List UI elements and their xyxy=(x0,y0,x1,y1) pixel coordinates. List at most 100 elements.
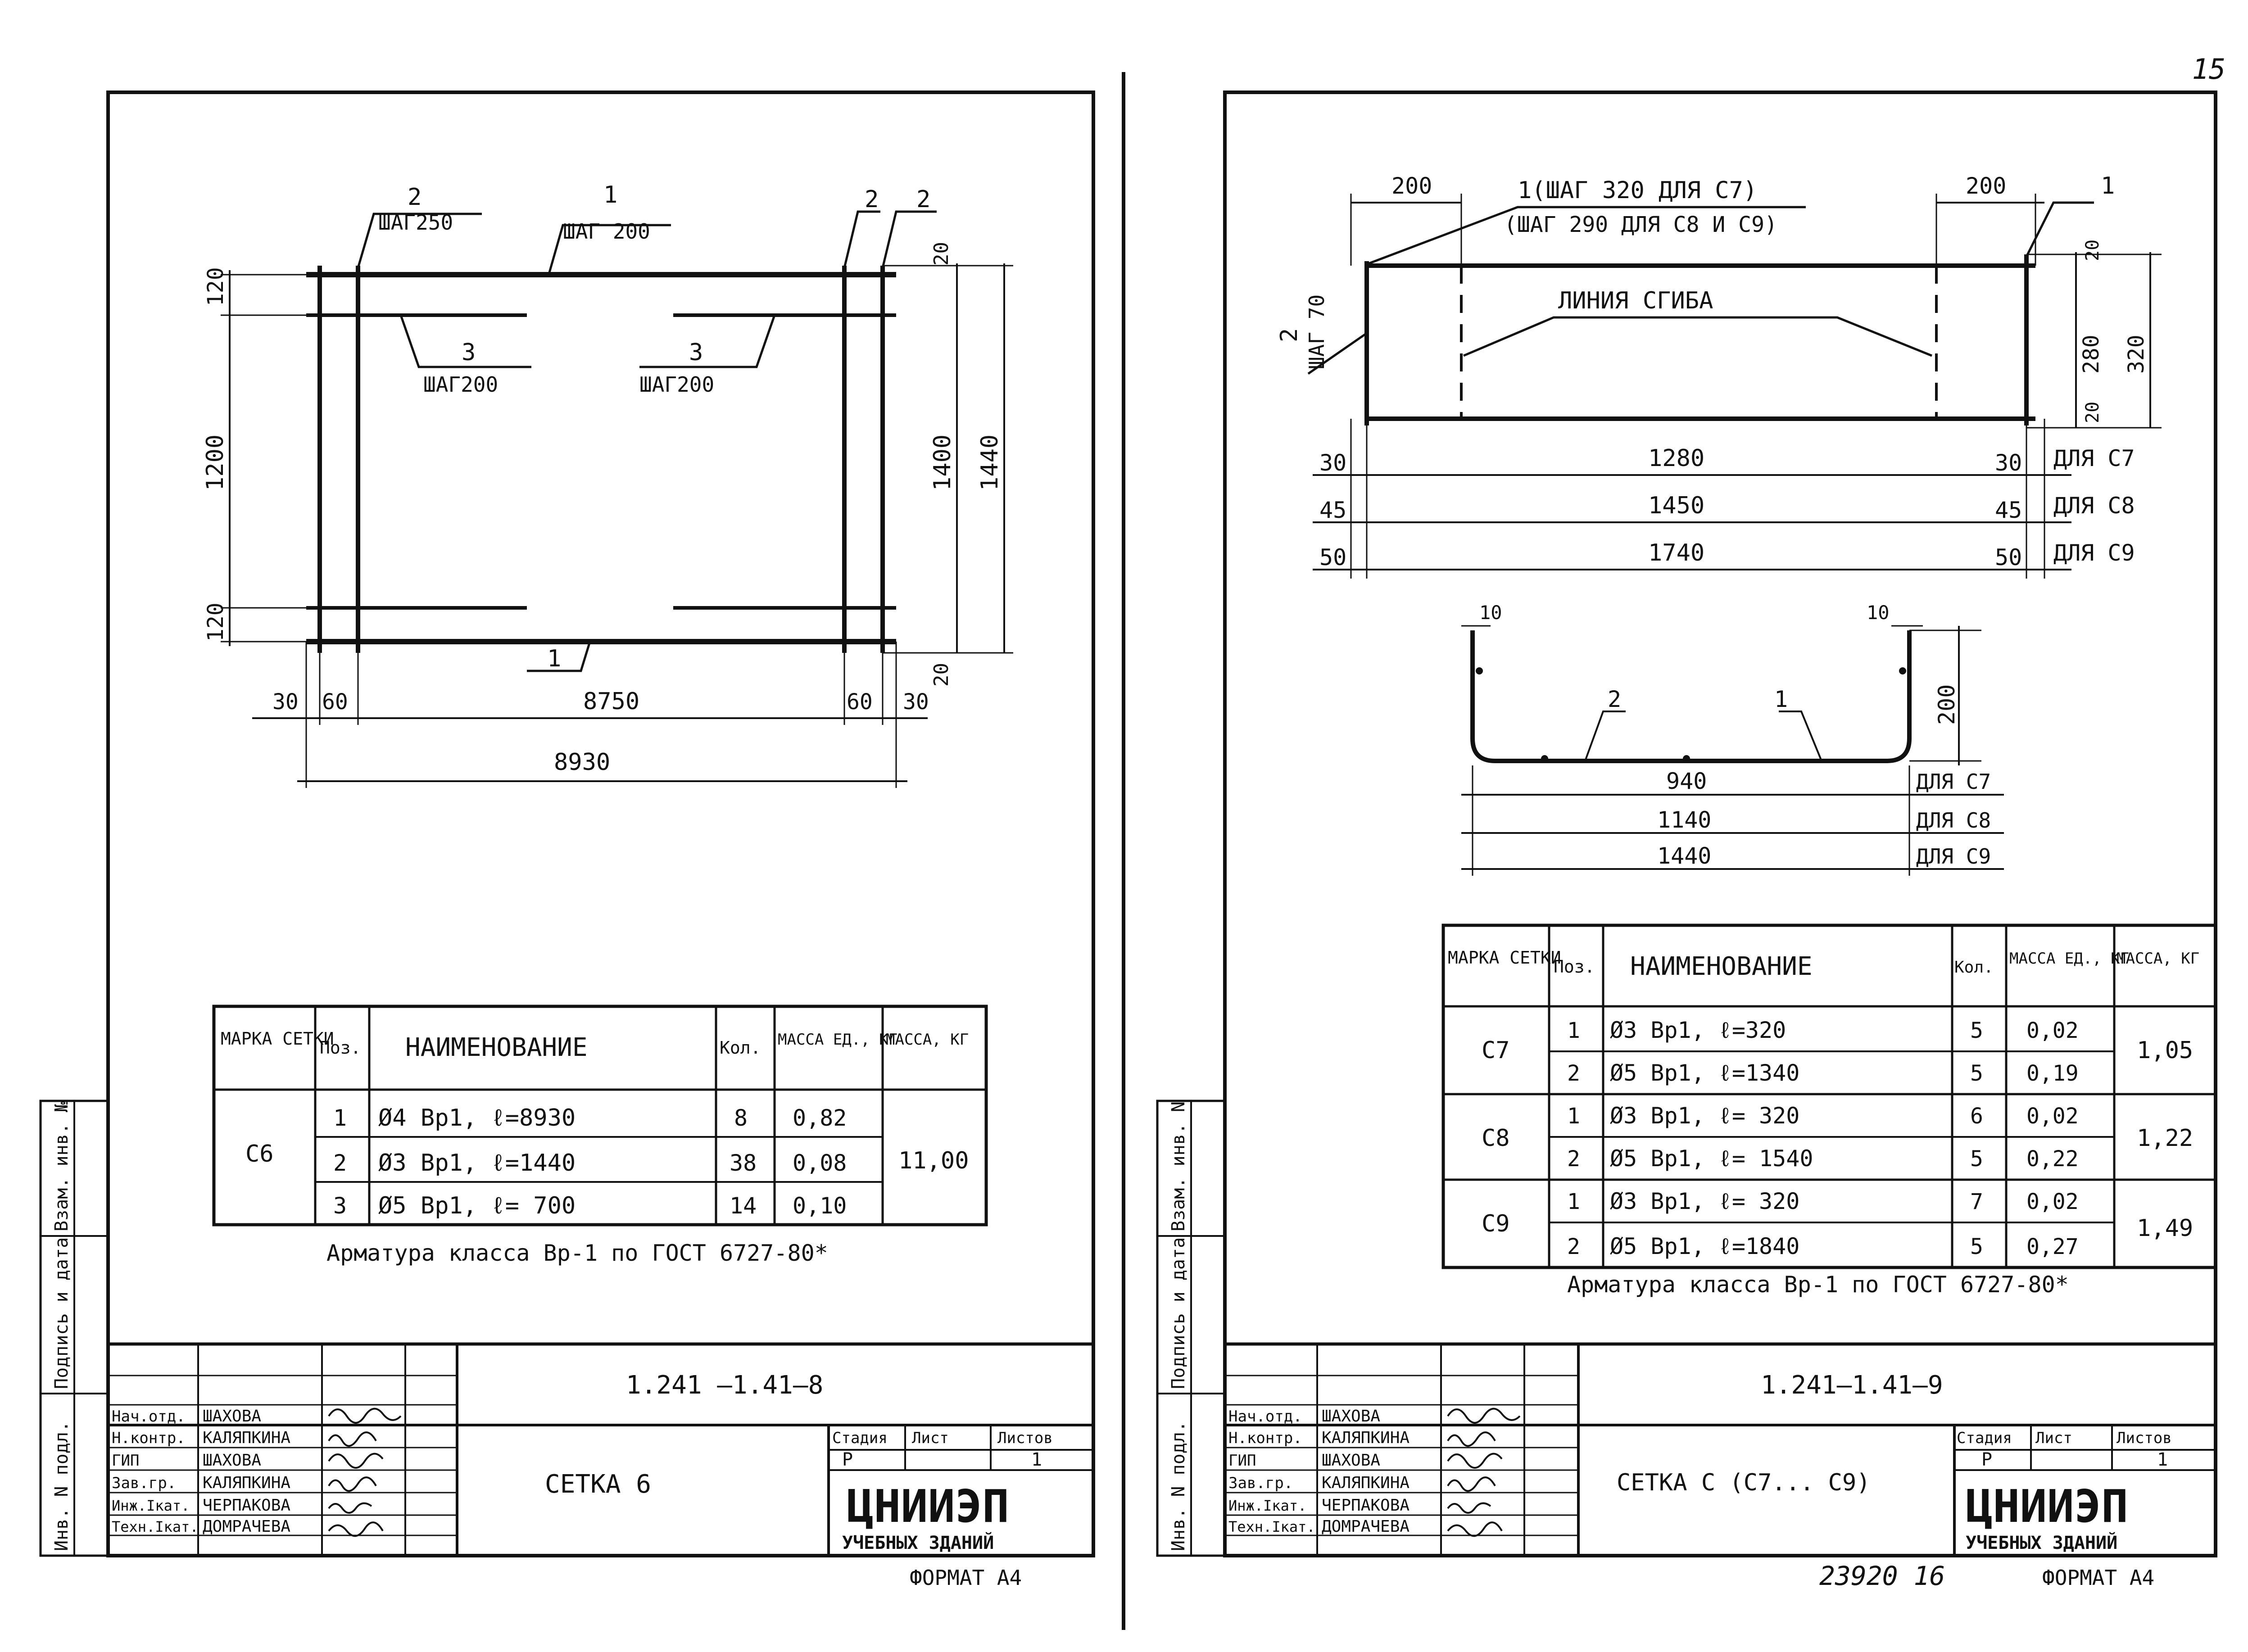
tb-role: Н.контр. xyxy=(112,1429,186,1447)
section-dim-10-right: 10 xyxy=(1867,602,1890,624)
title-block-left: Нач.отд. ШАХОВА Н.контр. КАЛЯПКИНА ГИП Ш… xyxy=(106,1342,1095,1590)
dim-1440: 1440 xyxy=(976,434,1003,491)
doc-code: 1.241 —1.41—8 xyxy=(626,1371,823,1400)
label-pos3-left-step: ШАГ200 xyxy=(423,372,498,397)
tb-org: ЦНИИЭП xyxy=(1966,1480,2128,1533)
tb-name: ШАХОВА xyxy=(203,1451,261,1470)
cell-pos: 2 xyxy=(1567,1234,1580,1259)
cell-name: Ø5 Вр1, ℓ=1340 xyxy=(1610,1060,1799,1086)
th-qty: Кол. xyxy=(720,1038,761,1058)
th-unit-mass: МАССА ЕД., КГ xyxy=(2009,950,2129,968)
cell-mark: С7 xyxy=(1482,1037,1510,1064)
cell-qty: 38 xyxy=(730,1150,757,1176)
label-pos1-step-c8c9: (ШАГ 290 ДЛЯ С8 И С9) xyxy=(1504,212,1777,237)
tb-role: Нач.отд. xyxy=(112,1408,186,1426)
tb-role: Нач.отд. xyxy=(1228,1408,1302,1426)
cell-qty: 5 xyxy=(1970,1146,1983,1172)
section-row-mid: 940 xyxy=(1666,768,1707,794)
label-pos1-top-step: ШАГ 200 xyxy=(563,219,650,244)
th-qty: Кол. xyxy=(1954,958,1994,977)
tb-role: Техн.Ікат. xyxy=(112,1518,199,1535)
label-pos3-right: 3 xyxy=(689,339,703,366)
tb-stage-label: Стадия xyxy=(832,1429,888,1447)
label-pos3-left: 3 xyxy=(462,339,476,366)
cell-name: Ø5 Вр1, ℓ= 1540 xyxy=(1610,1145,1813,1172)
dim-120-bottom: 120 xyxy=(203,602,228,642)
cell-qty: 14 xyxy=(730,1193,757,1219)
dim-20-top: 20 xyxy=(930,242,953,266)
cell-name: Ø5 Вр1, ℓ=1840 xyxy=(1610,1233,1799,1259)
tb-sheets: 1 xyxy=(2157,1449,2168,1470)
tb-name: ДОМРАЧЕВА xyxy=(1322,1517,1410,1536)
th-mark: МАРКА СЕТКИ xyxy=(221,1029,334,1049)
cell-name: Ø5 Вр1, ℓ= 700 xyxy=(378,1192,576,1219)
right-frame xyxy=(1223,91,2217,1557)
table-note: Арматура класса Вр-1 по ГОСТ 6727-80* xyxy=(1567,1272,2069,1298)
dim-30-left: 30 xyxy=(272,689,299,715)
tb-role: ГИП xyxy=(112,1452,139,1470)
tb-name: КАЛЯПКИНА xyxy=(1322,1474,1410,1492)
tb-org-sub: УЧЕБНЫХ ЗДАНИЙ xyxy=(1966,1532,2117,1553)
section-row-mid: 1440 xyxy=(1657,843,1711,869)
label-pos2-right-a: 2 xyxy=(865,186,879,213)
tb-name: ЧЕРПАКОВА xyxy=(203,1496,290,1515)
dim-30-right: 30 xyxy=(903,689,929,715)
tb-role: Зав.гр. xyxy=(1228,1474,1293,1492)
dim-row-mid: 1740 xyxy=(1648,539,1704,566)
dim-row-right: 50 xyxy=(1995,544,2022,570)
tb-org: ЦНИИЭП xyxy=(847,1480,1009,1533)
right-sheet: Инв. N подл. Подпись и дата Взам. инв. N… xyxy=(1156,91,2217,1591)
th-mark: МАРКА СЕТКИ xyxy=(1448,948,1561,968)
cell-pos: 3 xyxy=(333,1193,347,1219)
dim-200-left: 200 xyxy=(1391,173,1432,199)
signatures xyxy=(1447,1408,1521,1537)
label-pos2-left: 2 xyxy=(408,184,422,211)
cell-unit-mass: 0,22 xyxy=(2026,1146,2079,1172)
tb-sheets-label: Листов xyxy=(997,1429,1053,1447)
cell-qty: 5 xyxy=(1970,1018,1983,1043)
th-name: НАИМЕНОВАНИЕ xyxy=(405,1033,588,1062)
label-pos2-right-b: 2 xyxy=(916,186,930,213)
section-dim-200: 200 xyxy=(1934,684,1960,725)
cell-pos: 2 xyxy=(1567,1061,1580,1086)
cell-total: 1,49 xyxy=(2137,1215,2193,1242)
stamp-replace-label: Взам. инв. N xyxy=(1168,1101,1189,1231)
dim-320: 320 xyxy=(2124,335,2149,374)
tb-name: КАЛЯПКИНА xyxy=(203,1429,290,1447)
cell-pos: 1 xyxy=(333,1105,347,1131)
cell-pos: 1 xyxy=(1567,1018,1580,1043)
tb-stage: Р xyxy=(842,1449,853,1470)
th-unit-mass: МАССА ЕД., КГ xyxy=(778,1031,897,1049)
dim-120-top: 120 xyxy=(203,267,228,306)
cell-pos: 1 xyxy=(1567,1189,1580,1214)
th-name: НАИМЕНОВАНИЕ xyxy=(1630,952,1813,981)
tb-name: ЧЕРПАКОВА xyxy=(1322,1496,1410,1515)
dim-200-right: 200 xyxy=(1966,173,2006,199)
section-dim-10-left: 10 xyxy=(1479,602,1502,624)
left-frame xyxy=(106,91,1095,1557)
cell-qty: 7 xyxy=(1970,1189,1983,1214)
dim-1200: 1200 xyxy=(202,434,229,491)
dim-row-left: 30 xyxy=(1319,450,1346,476)
cell-pos: 1 xyxy=(1567,1104,1580,1129)
section-row-label: ДЛЯ С8 xyxy=(1916,808,1991,833)
cell-qty: 8 xyxy=(734,1105,748,1131)
tb-format: ФОРМАТ А4 xyxy=(910,1566,1022,1590)
sheet-name: СЕТКА 6 xyxy=(545,1470,651,1499)
tb-role: Н.контр. xyxy=(1228,1429,1302,1447)
label-pos1-step-c7: 1(ШАГ 320 ДЛЯ С7) xyxy=(1518,177,1757,204)
cell-unit-mass: 0,02 xyxy=(2026,1104,2079,1129)
mesh-c-plan: 200 200 1(ШАГ 320 ДЛЯ С7) (ШАГ 290 ДЛЯ С… xyxy=(1276,172,2162,579)
label-pos3-right-step: ШАГ200 xyxy=(639,372,714,397)
tb-name: ШАХОВА xyxy=(203,1407,261,1426)
label-pos2-step: ШАГ 70 xyxy=(1305,294,1329,369)
cell-unit-mass: 0,19 xyxy=(2026,1061,2079,1086)
doc-code: 1.241—1.41—9 xyxy=(1761,1371,1943,1400)
stamp-sign-label: Подпись и дата xyxy=(1168,1237,1189,1389)
cell-unit-mass: 0,10 xyxy=(793,1193,847,1219)
dim-8750: 8750 xyxy=(583,688,639,715)
label-pos2: 2 xyxy=(1276,328,1303,342)
tb-name: ШАХОВА xyxy=(1322,1451,1380,1470)
stamp-sign-label: Подпись и дата xyxy=(51,1237,72,1389)
right-side-stamp: Инв. N подл. Подпись и дата Взам. инв. N xyxy=(1156,1100,1226,1557)
